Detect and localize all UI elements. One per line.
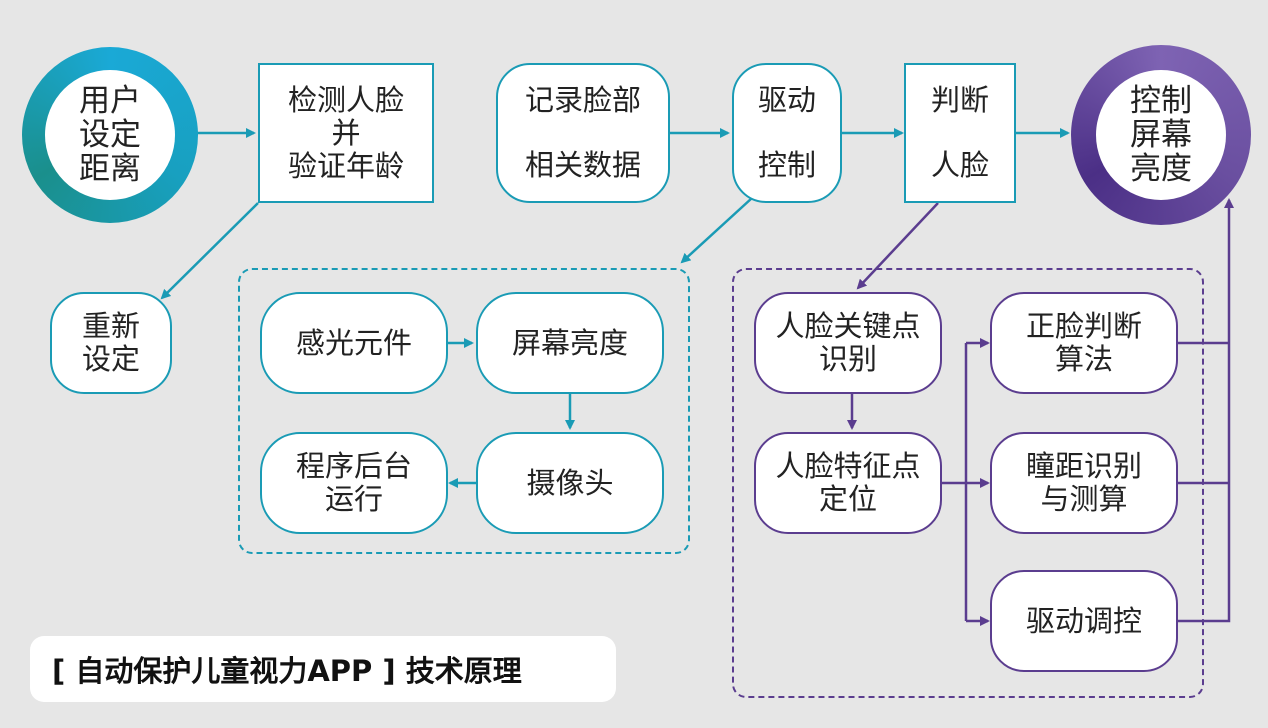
- judge-face-line-2: 人脸: [930, 148, 989, 182]
- record-face-line-2: 相关数据: [524, 148, 641, 182]
- arrow-detect-to-reset: [160, 202, 259, 300]
- screen-brightness-node: 屏幕亮度: [476, 292, 664, 394]
- light-sensor-node: 感光元件: [260, 292, 448, 394]
- camera-node: 摄像头: [476, 432, 664, 534]
- screen-brightness-label: 屏幕亮度: [511, 325, 628, 360]
- user-set-distance-line-3: 距离: [79, 151, 141, 187]
- record-face-node: 记录脸部 相关数据: [496, 63, 670, 203]
- reset-node: 重新 设定: [50, 292, 172, 394]
- judge-face-line-1: 判断: [930, 83, 989, 117]
- face-analysis-group: [732, 268, 1204, 698]
- control-brightness-line-1: 控制: [1130, 83, 1192, 119]
- arrow-judge-to-purple-box: [856, 202, 939, 290]
- pupil-distance-line-1: 瞳距识别: [1025, 449, 1142, 483]
- feature-location-line-1: 人脸特征点: [775, 449, 921, 483]
- user-set-distance-line-1: 用户: [79, 83, 141, 119]
- drive-control-line-1: 驱动: [757, 83, 816, 117]
- frontal-judge-line-1: 正脸判断: [1025, 309, 1142, 343]
- background-run-line-1: 程序后台: [295, 449, 412, 483]
- judge-face-node: 判断 人脸: [904, 63, 1016, 203]
- keypoint-recognition-line-1: 人脸关键点: [775, 309, 921, 343]
- detect-face-node: 检测人脸 并 验证年龄: [258, 63, 434, 203]
- keypoint-recognition-line-2: 识别: [818, 342, 877, 376]
- keypoint-recognition-node: 人脸关键点 识别: [754, 292, 942, 394]
- detect-face-line-3: 验证年龄: [287, 148, 404, 183]
- background-run-node: 程序后台 运行: [260, 432, 448, 534]
- screen-brightness-group: [238, 268, 690, 554]
- reset-line-2: 设定: [81, 342, 140, 376]
- drive-control-line-2: 控制: [757, 148, 816, 182]
- drive-adjust-label: 驱动调控: [1025, 603, 1142, 638]
- pupil-distance-node: 瞳距识别 与测算: [990, 432, 1178, 534]
- camera-label: 摄像头: [526, 465, 614, 500]
- frontal-judge-line-2: 算法: [1054, 342, 1113, 376]
- drive-adjust-node: 驱动调控: [990, 570, 1178, 672]
- detect-face-line-1: 检测人脸: [287, 82, 404, 117]
- record-face-line-1: 记录脸部: [524, 83, 641, 117]
- reset-line-1: 重新: [81, 309, 140, 343]
- diagram-title-text: [ 自动保护儿童视力APP ] 技术原理: [52, 654, 522, 688]
- control-brightness-line-3: 亮度: [1130, 151, 1192, 187]
- control-brightness-node: 控制 屏幕 亮度: [1071, 45, 1251, 225]
- user-set-distance-line-2: 设定: [79, 117, 141, 153]
- arrow-drive-to-teal-box: [680, 197, 753, 264]
- detect-face-line-2: 并: [331, 115, 361, 150]
- frontal-judge-node: 正脸判断 算法: [990, 292, 1178, 394]
- pupil-distance-line-2: 与测算: [1040, 482, 1128, 516]
- user-set-distance-node: 用户 设定 距离: [22, 47, 198, 223]
- diagram-title: [ 自动保护儿童视力APP ] 技术原理: [30, 636, 616, 702]
- feature-location-node: 人脸特征点 定位: [754, 432, 942, 534]
- control-brightness-line-2: 屏幕: [1130, 117, 1192, 153]
- background-run-line-2: 运行: [324, 482, 383, 516]
- feature-location-line-2: 定位: [818, 482, 877, 516]
- drive-control-node: 驱动 控制: [732, 63, 842, 203]
- light-sensor-label: 感光元件: [295, 325, 412, 360]
